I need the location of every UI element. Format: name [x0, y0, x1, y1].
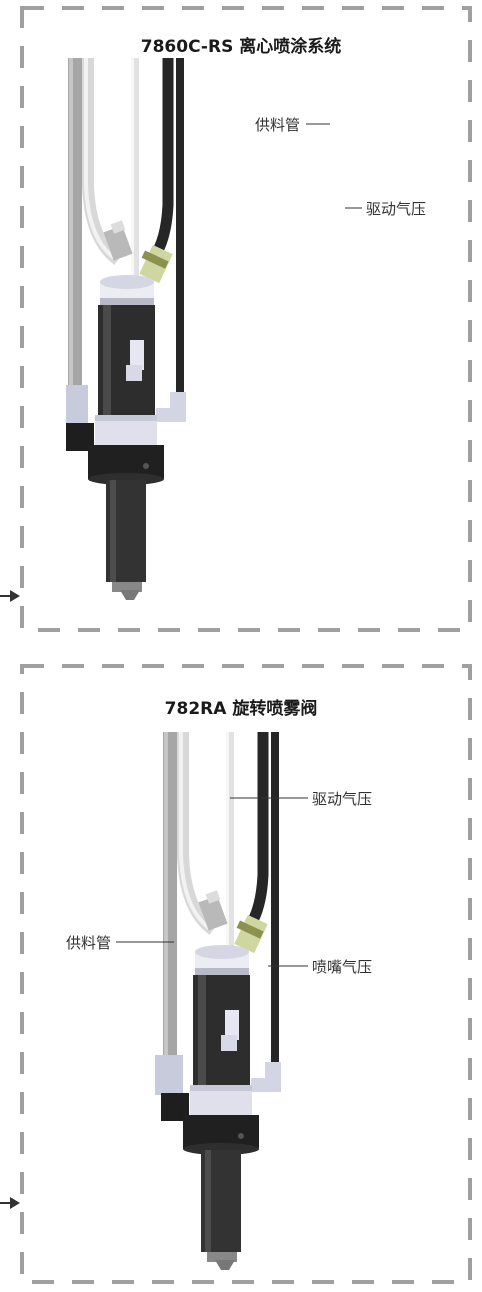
spray-valve-illustration: [66, 58, 186, 600]
label-supply-tube: 供料管: [66, 934, 112, 952]
dashed-frame: [20, 6, 472, 632]
label-nozzle-air: 喷嘴气压: [312, 958, 373, 976]
panel-title: 7860C-RS 离心喷涂系统: [140, 37, 342, 57]
label-drive-air: 驱动气压: [366, 200, 427, 218]
spray-valve-illustration: [155, 732, 281, 1270]
label-drive-air: 驱动气压: [312, 790, 373, 808]
label-supply-tube: 供料管: [255, 116, 301, 134]
arrow-icon: [0, 1197, 20, 1209]
panel-rotary-spray-valve: 782RA 旋转喷雾阀 驱动气压 喷嘴气压 供料管: [0, 650, 482, 1292]
panel-title: 782RA 旋转喷雾阀: [164, 699, 318, 719]
panel-2-graphic: [0, 664, 472, 1284]
arrow-icon: [0, 590, 20, 602]
panel-centrifugal-spray-system: 7860C-RS 离心喷涂系统 供料管 驱动气压: [0, 0, 482, 640]
dashed-frame: [20, 664, 472, 1284]
panel-1-graphic: [0, 6, 472, 632]
